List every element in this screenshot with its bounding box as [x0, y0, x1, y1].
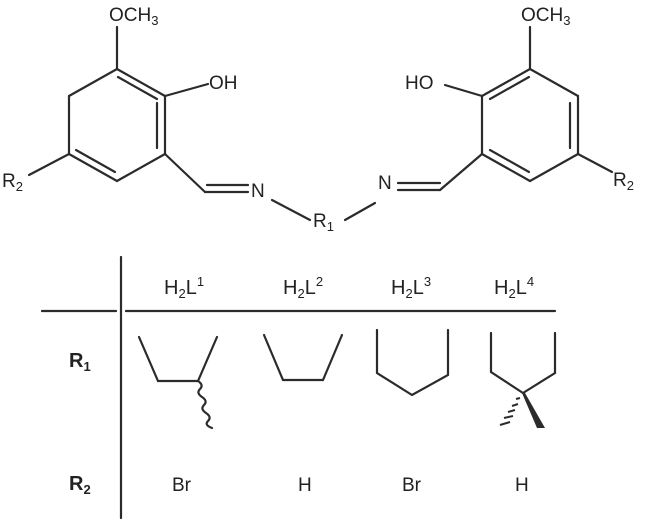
right-hydroxyl-label: HO — [405, 73, 434, 94]
column-header-h2l2: H2L2 — [283, 274, 324, 301]
r2-value-h2l1: Br — [172, 475, 191, 496]
linker-h2l2 — [262, 333, 344, 382]
linker-h2l4 — [489, 331, 557, 395]
right-r2-label: R2 — [613, 170, 634, 193]
linker-h2l3 — [375, 328, 450, 397]
column-header-h2l1: H2L1 — [164, 274, 205, 301]
linker-r1-label: R1 — [313, 211, 334, 234]
left-r2-label: R2 — [2, 171, 23, 194]
right-methoxy-label: OCH3 — [521, 5, 571, 28]
column-header-h2l3: H2L3 — [391, 274, 432, 301]
r2-value-h2l2: H — [298, 475, 312, 496]
right-imine-n: N — [378, 173, 392, 194]
r2-value-h2l3: Br — [402, 475, 421, 496]
linker-h2l1 — [137, 335, 219, 430]
left-hydroxyl-label: OH — [209, 73, 238, 94]
row-header-r1: R1 — [69, 350, 91, 374]
right-benzene-ring — [480, 67, 580, 183]
row-header-r2: R2 — [69, 473, 91, 497]
r2-value-h2l4: H — [515, 475, 529, 496]
column-header-h2l4: H2L4 — [494, 274, 535, 301]
left-methoxy-label: OCH3 — [109, 5, 159, 28]
left-imine-n: N — [251, 181, 265, 202]
left-benzene-ring — [67, 67, 167, 183]
